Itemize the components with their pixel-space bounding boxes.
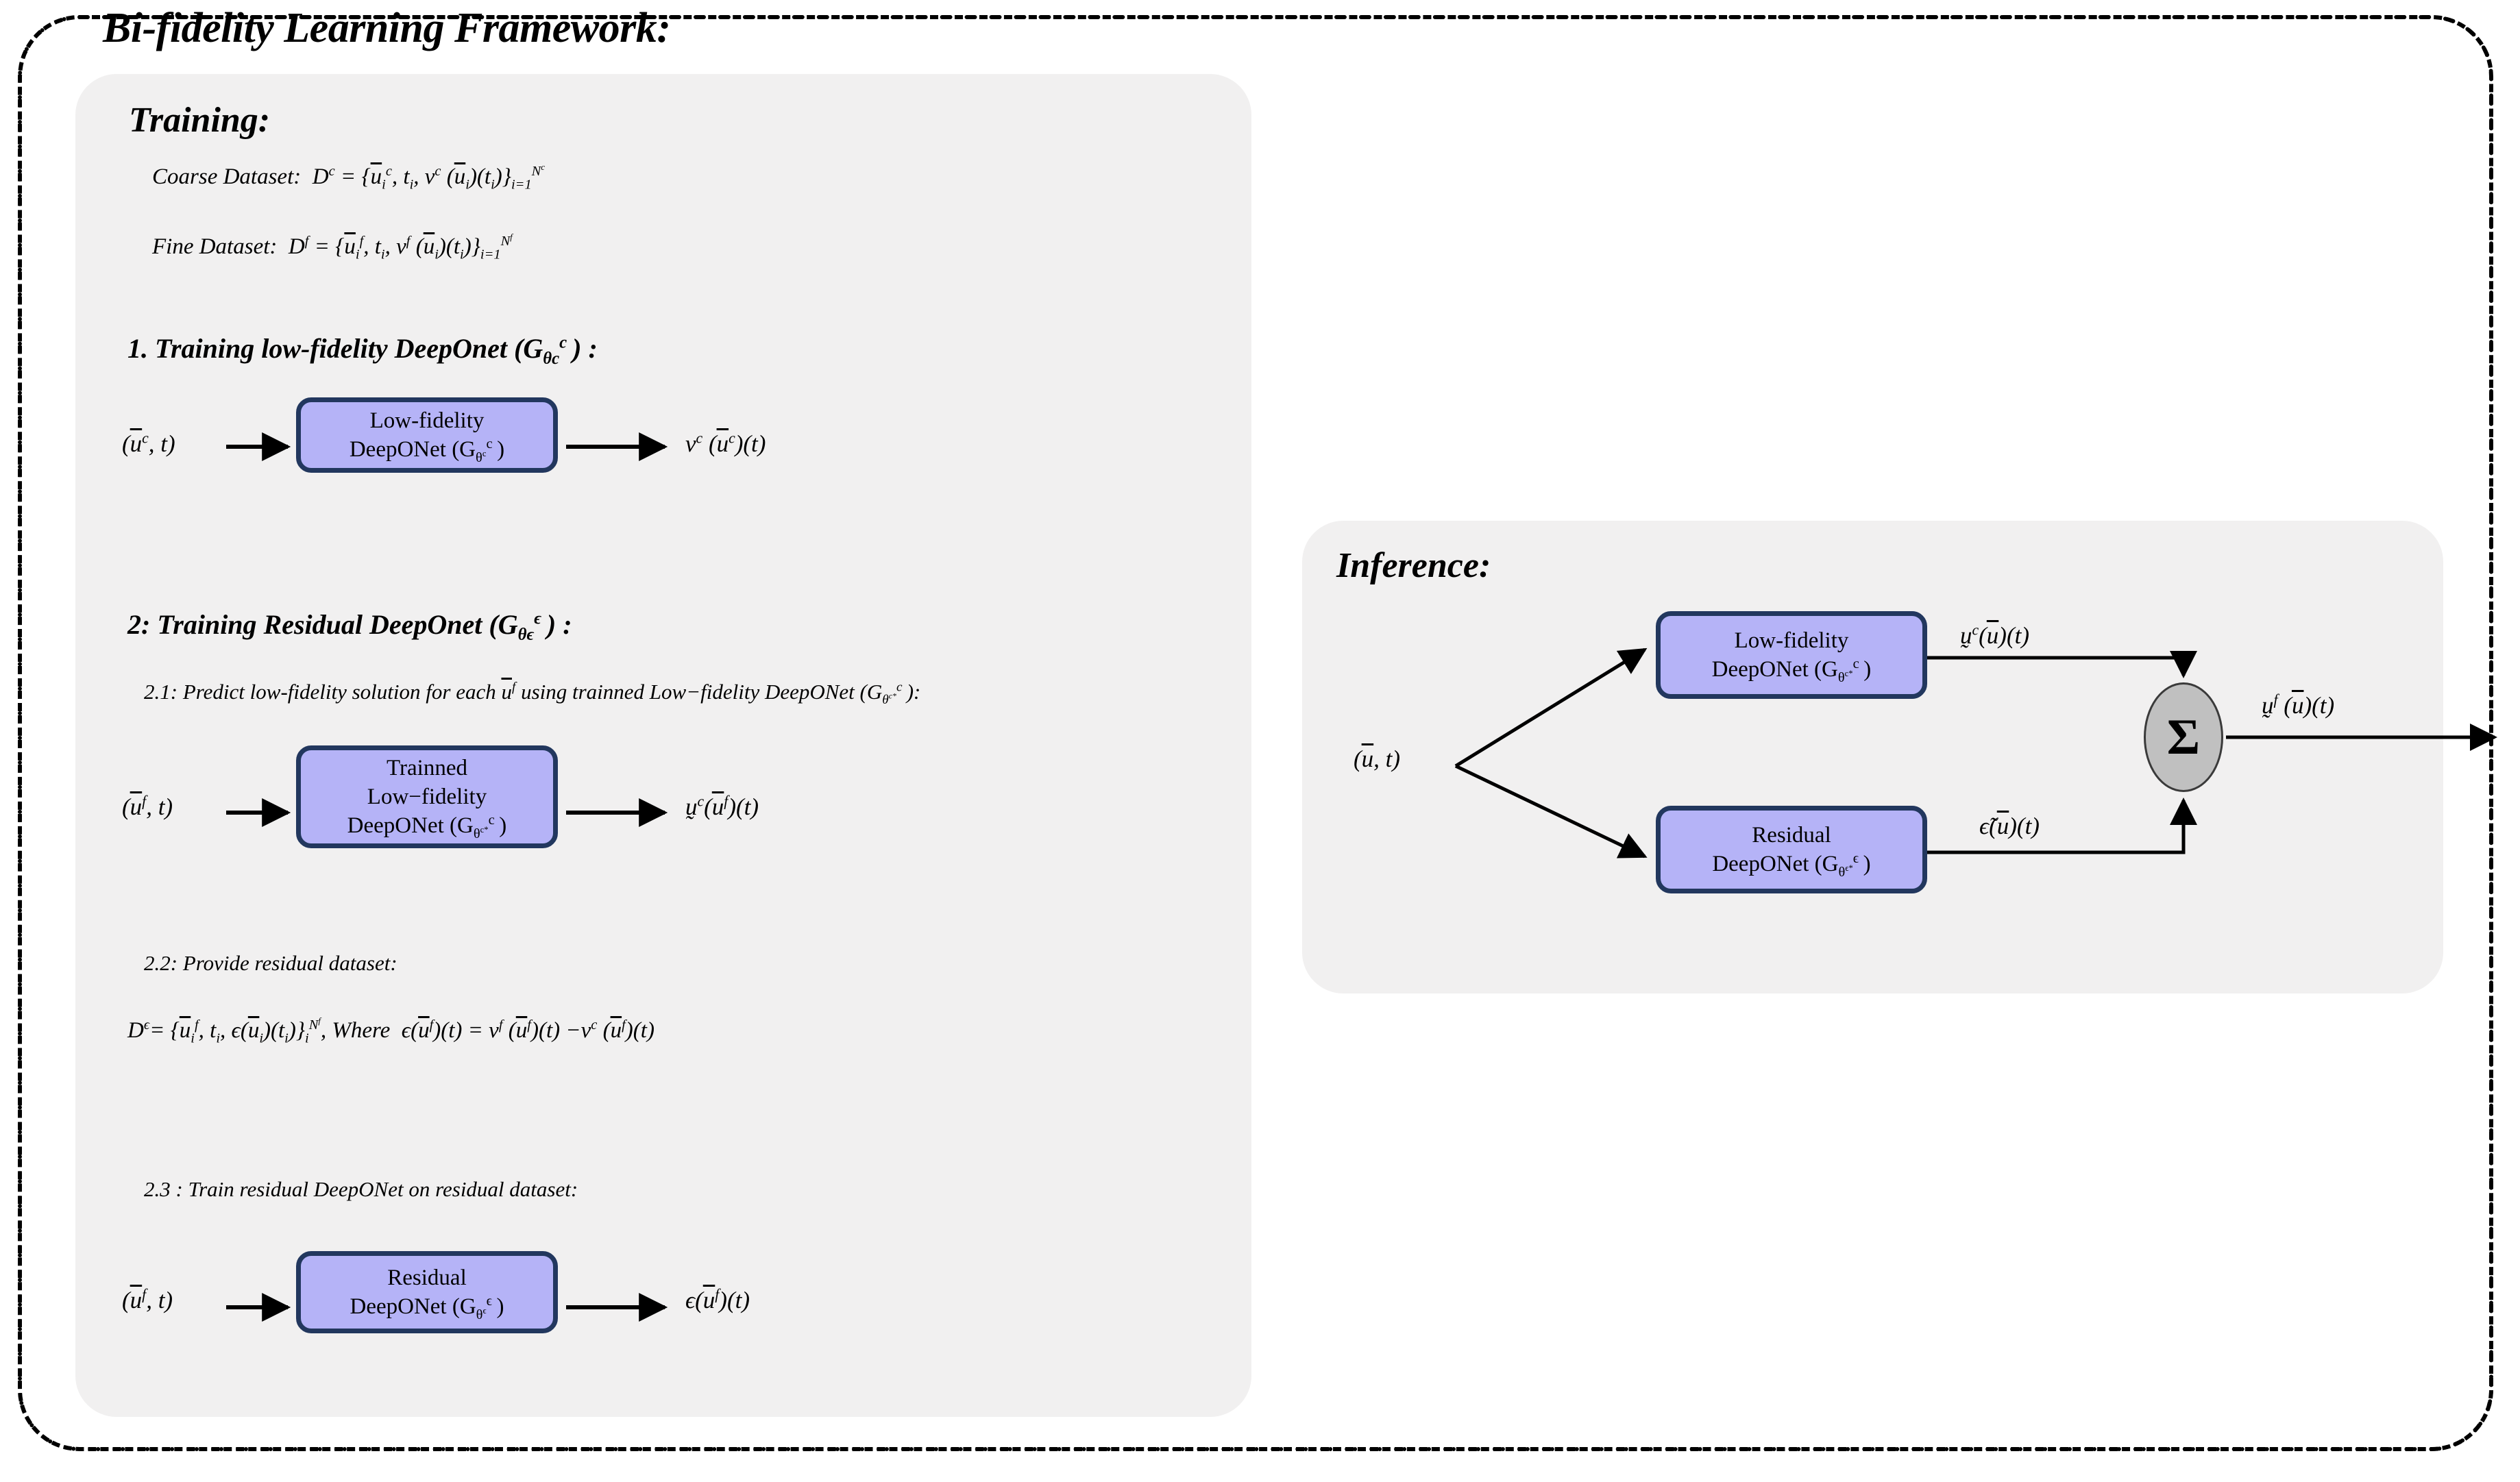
coarse-dataset-formula: Dc = {uic, ti, vc (ui)(ti)}i=1Nc <box>306 162 545 193</box>
coarse-dataset-label: Coarse Dataset: <box>152 164 302 189</box>
step23-input-label: (uf, t) <box>122 1286 173 1313</box>
summation-node: Σ <box>2144 682 2223 792</box>
training-panel <box>75 74 1251 1417</box>
inference-panel <box>1302 521 2443 993</box>
box-trainned-line2: Low−fidelity <box>367 784 487 809</box>
box-trainned-line1: Trainned <box>387 755 467 780</box>
box-residual-line1: Residual <box>387 1265 467 1290</box>
inference-section-title: Inference: <box>1336 546 1491 585</box>
step1-input-label: (uc, t) <box>122 430 175 457</box>
inference-output-label: ṵf (u)(t) <box>2262 691 2335 719</box>
fine-dataset-line: Fine Dataset: Df = {uif, ti, vf (ui)(ti)… <box>152 232 513 262</box>
box-trainned-line3: DeepONet (Gθc*c ) <box>347 813 507 841</box>
box-low-fidelity-line2: DeepONet (Gθcc ) <box>349 436 505 465</box>
inference-low-output-label: ṵc(u)(t) <box>1960 621 2029 649</box>
step21-input-label: (uf, t) <box>122 793 173 820</box>
step1-output-label: vc (uc)(t) <box>685 430 766 457</box>
box-inference-residual[interactable]: Residual DeepONet (Gθϵ*ϵ ) <box>1656 806 1927 893</box>
fine-dataset-formula: Df = {uif, ti, vf (ui)(ti)}i=1Nf <box>282 232 513 262</box>
step23-label: 2.3 : Train residual DeepONet on residua… <box>144 1177 578 1201</box>
fine-dataset-label: Fine Dataset: <box>152 234 278 259</box>
box-trainned-low-fidelity-deeponet[interactable]: Trainned Low−fidelity DeepONet (Gθc*c ) <box>296 745 558 848</box>
step1-heading: 1. Training low-fidelity DeepOnet (Gθcc … <box>127 333 598 368</box>
box-residual-deeponet[interactable]: Residual DeepONet (Gθϵϵ ) <box>296 1251 558 1333</box>
page-title: Bi-fidelity Learning Framework: <box>103 5 671 51</box>
step21-label: 2.1: Predict low-fidelity solution for e… <box>144 680 921 708</box>
box-inference-low-fidelity[interactable]: Low-fidelity DeepONet (Gθc*c ) <box>1656 611 1927 699</box>
inference-input-label: (u, t) <box>1354 745 1401 772</box>
box-inf-low-line2: DeepONet (Gθc*c ) <box>1711 656 1872 685</box>
step2-heading: 2: Training Residual DeepOnet (Gθϵϵ ) : <box>127 609 572 644</box>
inference-residual-output-label: ϵ̃(u)(t) <box>1979 813 2040 839</box>
box-low-fidelity-line1: Low-fidelity <box>369 408 485 433</box>
residual-dataset-formula: Dϵ= {uif, ti, ϵ(ui)(ti)}iNf, Where ϵ(uf)… <box>127 1016 655 1046</box>
step21-output-label: ṵc(uf)(t) <box>685 793 759 820</box>
step22-label: 2.2: Provide residual dataset: <box>144 951 397 975</box>
step23-output-label: ϵ(uf)(t) <box>685 1286 750 1313</box>
sigma-symbol: Σ <box>2166 708 2201 765</box>
training-section-title: Training: <box>129 101 271 140</box>
box-inf-low-line1: Low-fidelity <box>1734 628 1849 653</box>
box-inf-res-line1: Residual <box>1752 822 1831 848</box>
box-low-fidelity-deeponet[interactable]: Low-fidelity DeepONet (Gθcc ) <box>296 397 558 473</box>
box-inf-res-line2: DeepONet (Gθϵ*ϵ ) <box>1712 851 1871 880</box>
box-residual-line2: DeepONet (Gθϵϵ ) <box>350 1294 504 1322</box>
coarse-dataset-line: Coarse Dataset: Dc = {uic, ti, vc (ui)(t… <box>152 162 545 193</box>
